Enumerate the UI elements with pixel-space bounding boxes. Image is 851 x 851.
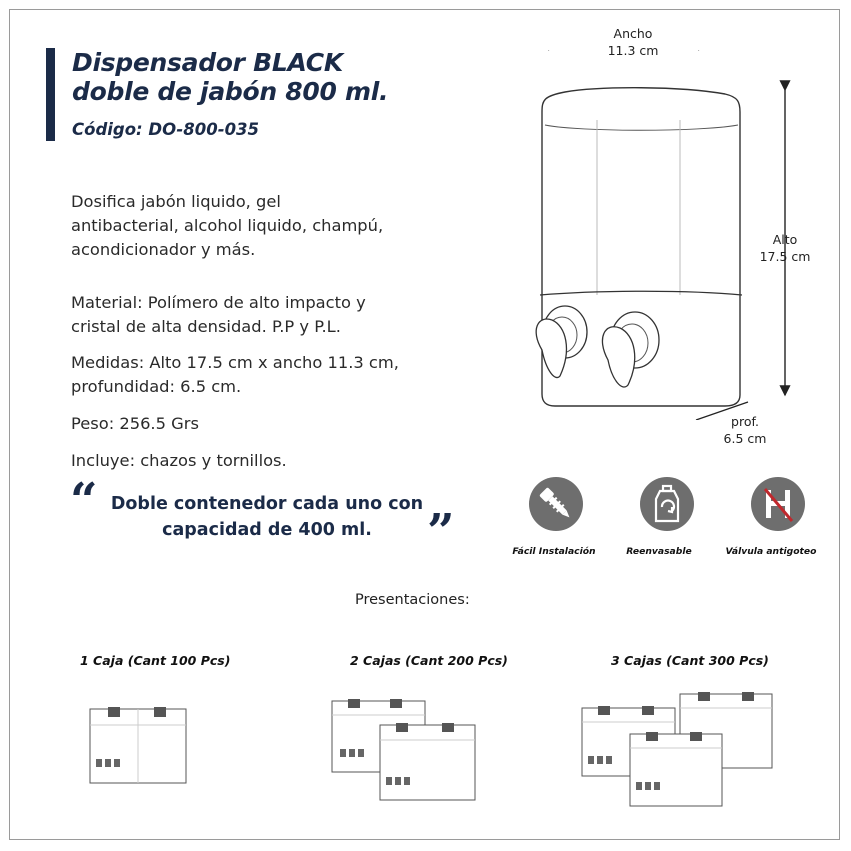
title-line-1: Dispensador BLACK <box>72 48 343 77</box>
description-line: antibacterial, alcohol liquido, champú, <box>71 216 384 235</box>
material-line: cristal de alta densidad. P.P y P.L. <box>71 317 341 336</box>
dispenser-drawing <box>535 50 791 420</box>
screw-icon <box>529 477 583 531</box>
boxes-3-of-3 <box>581 692 773 807</box>
product-title: Dispensador BLACK doble de jabón 800 ml. <box>72 48 388 106</box>
measurements-line: profundidad: 6.5 cm. <box>71 377 242 396</box>
refill-bottle-icon <box>640 477 694 531</box>
feature-label: Reenvasable <box>626 546 692 557</box>
base-seam <box>539 290 743 296</box>
lid-seam <box>544 124 739 131</box>
feature-label: Válvula antigoteo <box>725 546 817 557</box>
box-1-of-1 <box>89 707 187 784</box>
height-label: Alto <box>772 232 798 247</box>
height-dimension: Alto 17.5 cm <box>755 231 815 265</box>
page-frame <box>9 9 840 840</box>
material-spec: Material: Polímero de alto impacto y cri… <box>71 291 366 339</box>
height-value: 17.5 cm <box>759 249 811 264</box>
title-line-2: doble de jabón 800 ml. <box>72 77 389 106</box>
width-label: Ancho <box>613 26 653 41</box>
no-drip-valve-icon <box>751 477 805 531</box>
measurements-line: Medidas: Alto 17.5 cm x ancho 11.3 cm, <box>71 353 399 372</box>
open-quote-mark: “ <box>70 473 98 529</box>
presentation-label: 3 Cajas (Cant 300 Pcs) <box>611 653 769 668</box>
product-code: Código: DO-800-035 <box>72 120 260 139</box>
depth-dimension: prof. 6.5 cm <box>715 413 775 447</box>
left-valve <box>535 305 588 379</box>
dispenser-body <box>541 87 741 407</box>
capacity-quote: Doble contenedor cada uno con capacidad … <box>102 491 432 543</box>
depth-value: 6.5 cm <box>723 431 767 446</box>
close-quote-mark: ” <box>427 504 455 560</box>
description-line: acondicionador y más. <box>71 240 256 259</box>
boxes-2-of-2 <box>331 699 476 801</box>
includes-spec: Incluye: chazos y tornillos. <box>71 451 287 470</box>
presentation-label: 1 Caja (Cant 100 Pcs) <box>80 653 231 668</box>
depth-line <box>695 401 749 420</box>
feature-label: Fácil Instalación <box>512 546 596 557</box>
presentation-label: 2 Cajas (Cant 200 Pcs) <box>350 653 508 668</box>
measurements-spec: Medidas: Alto 17.5 cm x ancho 11.3 cm, p… <box>71 351 399 399</box>
right-valve <box>601 311 660 388</box>
quote-line: capacidad de 400 ml. <box>162 520 372 540</box>
description-line: Dosifica jabón liquido, gel <box>71 192 281 211</box>
weight-spec: Peso: 256.5 Grs <box>71 414 199 433</box>
quote-line: Doble contenedor cada uno con <box>110 494 424 514</box>
depth-label: prof. <box>731 414 759 429</box>
description-block: Dosifica jabón liquido, gel antibacteria… <box>71 190 383 262</box>
width-value: 11.3 cm <box>607 43 659 58</box>
presentations-title: Presentaciones: <box>355 592 470 608</box>
material-line: Material: Polímero de alto impacto y <box>71 293 366 312</box>
title-accent-bar <box>46 48 55 141</box>
width-dimension: Ancho 11.3 cm <box>603 25 663 59</box>
